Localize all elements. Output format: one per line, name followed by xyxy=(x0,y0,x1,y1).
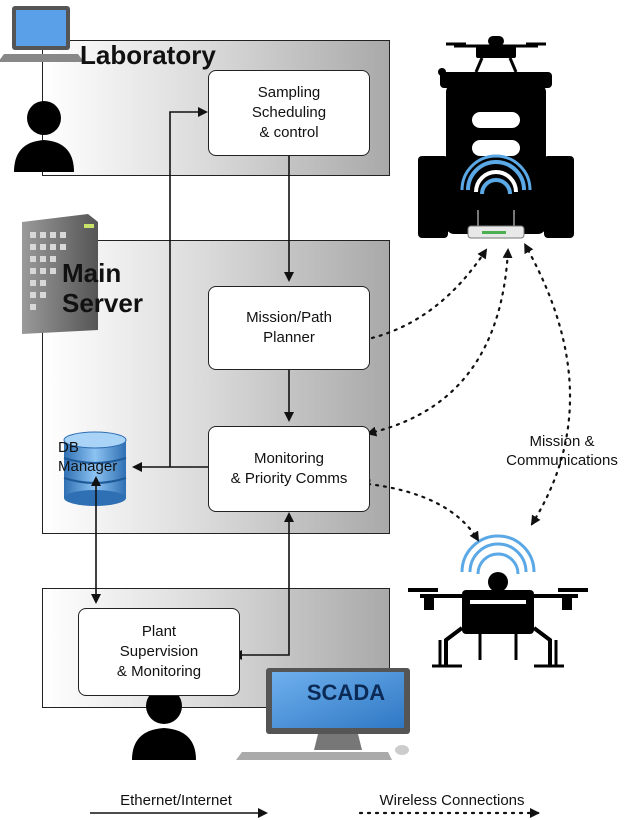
db-manager-label: DB Manager xyxy=(58,439,118,475)
scada-label: SCADA xyxy=(306,680,386,705)
server-icon xyxy=(22,214,98,334)
plant-supervision-box: Plant Supervision & Monitoring xyxy=(78,608,240,696)
lab-person-icon xyxy=(14,101,74,172)
router-wifi-icon xyxy=(460,154,532,239)
conn-db-to-sampling xyxy=(169,107,208,467)
plant-person-icon xyxy=(132,688,196,760)
wireless-planner-robot xyxy=(370,248,488,340)
laboratory-title: Laboratory xyxy=(80,40,216,70)
laptop-icon xyxy=(0,6,84,62)
conn-plant-monitoring xyxy=(232,512,294,660)
drone-small-icon xyxy=(446,36,546,73)
wireless-monitoring-robot xyxy=(366,248,513,437)
wireless-monitoring-drone xyxy=(360,479,480,542)
mission-comms-label: Mission & Communications xyxy=(506,433,618,469)
monitor-icon xyxy=(266,668,410,750)
mouse-icon xyxy=(395,745,409,755)
monitoring-priority-box: Monitoring & Priority Comms xyxy=(208,426,370,512)
wireless-robot-drone xyxy=(524,242,572,526)
ground-robot-icon xyxy=(418,68,574,238)
sampling-scheduling-box: Sampling Scheduling & control xyxy=(208,70,370,156)
main-server-title: Main Server xyxy=(62,258,143,318)
mission-path-planner-box: Mission/Path Planner xyxy=(208,286,370,370)
legend-wireless-label: Wireless Connections xyxy=(379,792,525,809)
keyboard-icon xyxy=(236,752,392,760)
legend-ethernet-label: Ethernet/Internet xyxy=(120,792,232,809)
drone-icon xyxy=(408,534,588,668)
